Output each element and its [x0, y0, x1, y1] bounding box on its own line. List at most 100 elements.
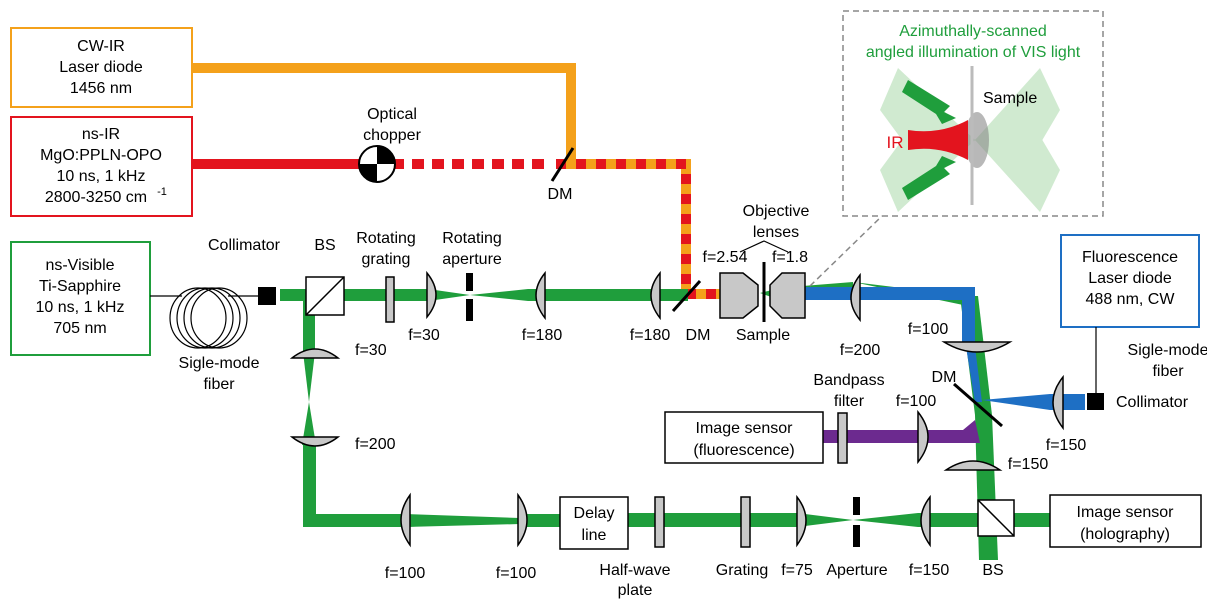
aperture-icon: [853, 497, 860, 547]
holography-sensor-line-1: Image sensor: [1077, 504, 1175, 521]
lens-f100-bottom-a: [400, 492, 411, 548]
rotating-grating-label-line-1: Rotating: [356, 230, 416, 247]
inset-ir-beam: [908, 120, 968, 160]
ns-ir-source-box: [10, 116, 193, 217]
inset-leader-line: [809, 215, 883, 287]
objective-label-line-2: lenses: [753, 224, 799, 241]
rotating-aperture-label-line-1: Rotating: [442, 230, 502, 247]
chopper-label-line-1: Optical: [367, 106, 417, 123]
objective-lens-icon: [719, 272, 806, 319]
lens-f100-bottom-b-label: f=100: [496, 565, 537, 582]
ns-vis-line-1: ns-Visible: [45, 257, 114, 274]
fluor-fiber-label-line-2: fiber: [1152, 363, 1184, 380]
lens-f30-vertical-label: f=30: [355, 342, 387, 359]
holography-beam: [1030, 513, 1050, 527]
fluorescence-sensor-line-1: Image sensor: [696, 420, 794, 437]
lens-f75: [796, 494, 807, 548]
delay-line-line-1: Delay: [574, 505, 615, 522]
half-wave-label-line-1: Half-wave: [599, 562, 670, 579]
cw-ir-line-1: CW-IR: [77, 38, 125, 55]
fluorescence-sensor-box: [664, 411, 824, 464]
grating-icon: [740, 496, 751, 548]
fiber-coil-icon: [150, 287, 258, 349]
fluor-fiber-label-line-1: Sigle-mode: [1128, 342, 1207, 359]
beam-splitter-bottom-icon: [977, 499, 1015, 537]
inset-sample-ellipse: [965, 112, 989, 168]
f18-label: f=1.8: [772, 249, 808, 266]
fiber-label-line-1: Sigle-mode: [179, 355, 260, 372]
lens-f200-vertical-label: f=200: [355, 436, 396, 453]
lens-f150-fluor-label: f=150: [1046, 437, 1087, 454]
ns-vis-source-box: [10, 241, 151, 356]
arrow-icon: [902, 80, 956, 200]
lens-f100-fluor: [917, 409, 929, 465]
lens-f100-bottom-a-label: f=100: [385, 565, 426, 582]
fluor-source-box: [1060, 234, 1200, 328]
chopper-icon: [358, 145, 396, 183]
dm-upper-label: DM: [548, 186, 573, 203]
half-wave-label-line-2: plate: [618, 582, 653, 599]
fluorescence-sensor-line-2: (fluorescence): [693, 442, 794, 459]
lens-f100-fluor-label: f=100: [896, 393, 937, 410]
ns-ir-line-1: ns-IR: [82, 126, 120, 143]
cw-ir-beam: [192, 63, 576, 163]
fluor-line-3: 488 nm, CW: [1086, 291, 1176, 308]
ns-ir-source-label: ns-IR MgO:PPLN-OPO 10 ns, 1 kHz 2800-325…: [40, 126, 167, 206]
delay-line-line-2: line: [582, 527, 607, 544]
half-wave-plate-icon: [654, 496, 665, 548]
f254-label: f=2.54: [703, 249, 748, 266]
objective-bracket: [739, 240, 789, 253]
collimator-icon: [258, 287, 276, 305]
lens-f30-vertical: [289, 348, 341, 359]
holography-sensor-line-2: (holography): [1080, 526, 1170, 543]
bandpass-label-line-1: Bandpass: [813, 372, 884, 389]
lens-f180-b: [650, 270, 661, 321]
ns-ir-line-3: 10 ns, 1 kHz: [57, 168, 146, 185]
holography-sensor-box: [1049, 494, 1202, 548]
rotating-aperture-label-line-2: aperture: [442, 251, 502, 268]
lens-f180-a-label: f=180: [522, 327, 563, 344]
bs-bottom-label: BS: [982, 562, 1003, 579]
rotating-grating-icon: [385, 276, 395, 323]
lens-f30-label: f=30: [408, 327, 440, 344]
cw-ir-source-box: [10, 27, 193, 108]
ns-ir-line-4: 2800-3250 cm: [45, 189, 147, 206]
lens-f200-right-label: f=200: [840, 342, 881, 359]
lens-f150-fluor: [1052, 374, 1064, 431]
lens-f150-bottom-label: f=150: [909, 562, 950, 579]
lens-f200-vertical: [289, 436, 341, 447]
inset-title-line-2: angled illumination of VIS light: [866, 44, 1081, 61]
objective-label-line-1: Objective: [743, 203, 810, 220]
dm-sample-icon: [671, 279, 702, 313]
lens-f75-label: f=75: [781, 562, 813, 579]
lens-f100-horizontal: [941, 341, 1013, 353]
lens-f180-a: [535, 270, 546, 321]
collimator-label: Collimator: [208, 237, 281, 254]
lens-icon: [426, 270, 437, 320]
grating-label: Grating: [716, 562, 768, 579]
aperture-label: Aperture: [826, 562, 887, 579]
ns-ir-superscript: -1: [157, 186, 167, 198]
inset-title-line-1: Azimuthally-scanned: [899, 23, 1047, 40]
rotating-grating-label-line-2: grating: [362, 251, 411, 268]
dichroic-mirror-icon: [550, 147, 575, 182]
fluor-source-label: Fluorescence Laser diode 488 nm, CW: [1082, 249, 1178, 308]
bandpass-filter-icon: [837, 412, 848, 464]
ns-vis-line-2: Ti-Sapphire: [39, 278, 121, 295]
ns-vis-source-label: ns-Visible Ti-Sapphire 10 ns, 1 kHz 705 …: [36, 257, 125, 337]
delay-line-box: [559, 496, 629, 550]
rotating-aperture-icon: [466, 273, 473, 321]
sample-label: Sample: [736, 327, 790, 344]
fluor-line-2: Laser diode: [1088, 270, 1172, 287]
bandpass-label-line-2: filter: [834, 393, 865, 410]
lens-f150-horizontal: [943, 460, 1003, 471]
fluor-collimator-icon: [1087, 393, 1104, 410]
lens-f180-b-label: f=180: [630, 327, 671, 344]
chopper-label-line-2: chopper: [363, 127, 421, 144]
lens-f150-horizontal-label: f=150: [1008, 456, 1049, 473]
beam-splitter-icon: [305, 276, 345, 316]
combined-ir-beam: [556, 159, 720, 299]
cw-ir-source-label: CW-IR Laser diode 1456 nm: [59, 38, 143, 97]
ns-vis-line-3: 10 ns, 1 kHz: [36, 299, 125, 316]
